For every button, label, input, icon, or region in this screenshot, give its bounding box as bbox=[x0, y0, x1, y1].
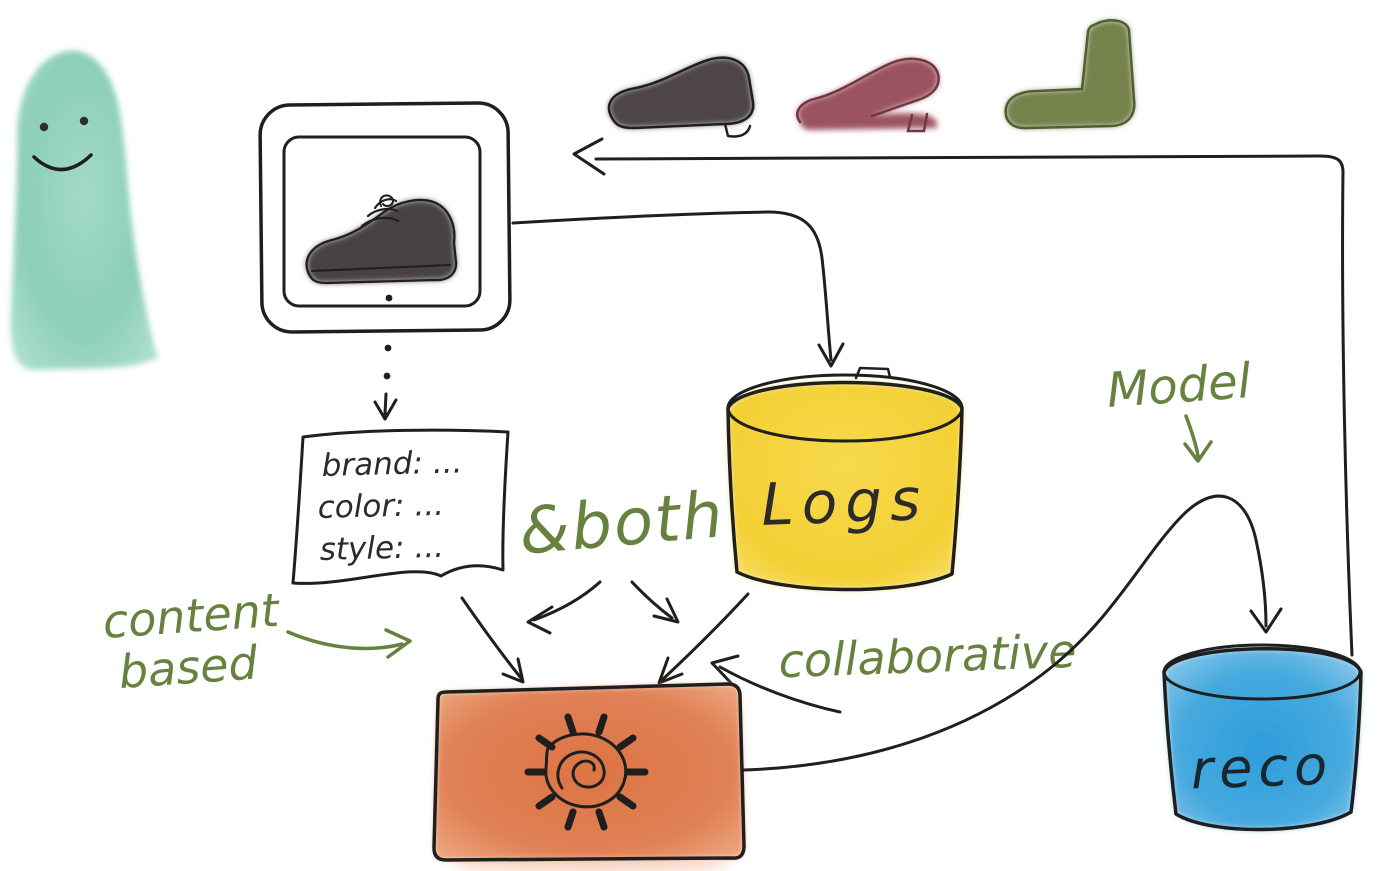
engine-box bbox=[432, 682, 746, 871]
gear-spiral bbox=[556, 750, 606, 790]
dark-shoe bbox=[609, 57, 754, 128]
maroon-heel-shoe bbox=[797, 58, 939, 130]
model-annotation: Model bbox=[1105, 353, 1253, 463]
logs-lid bbox=[726, 373, 964, 443]
content-based-annotation: content based bbox=[101, 583, 412, 699]
content-arrowhead bbox=[384, 628, 412, 659]
model-label: Model bbox=[1105, 353, 1253, 419]
reco-lid bbox=[1162, 643, 1362, 701]
engine-to-reco-shaft bbox=[742, 494, 1268, 772]
frame-to-logs-arrowhead bbox=[817, 342, 845, 368]
person-smile bbox=[32, 153, 93, 172]
engine-to-reco-arrow bbox=[742, 494, 1283, 772]
logs-body-fill bbox=[728, 382, 962, 590]
frame-to-logs-arrow bbox=[511, 210, 845, 368]
collaborative-annotation: collaborative bbox=[710, 624, 1078, 714]
both-right-arrow-shaft bbox=[630, 580, 674, 620]
logs-to-engine-shaft bbox=[660, 592, 750, 682]
reco-body-outline bbox=[1162, 647, 1363, 832]
content-label-line2: based bbox=[117, 635, 260, 699]
gear-teeth bbox=[524, 713, 649, 831]
shoe-sole-line bbox=[311, 264, 451, 272]
product-screen bbox=[258, 101, 512, 334]
note-line-color: color: ... bbox=[317, 487, 444, 526]
maroon-heel-shoe-outline bbox=[796, 57, 940, 133]
collaborative-label: collaborative bbox=[778, 624, 1078, 688]
person-eye-right bbox=[79, 116, 89, 126]
attributes-note: brand: ... color: ... style: ... bbox=[291, 428, 510, 585]
engine-to-reco-arrowhead bbox=[1249, 607, 1283, 634]
collaborative-arrow-shaft bbox=[718, 665, 842, 714]
collaborative-arrowhead bbox=[710, 654, 740, 685]
note-to-engine-arrow bbox=[460, 596, 525, 684]
engine-fill bbox=[434, 684, 744, 860]
shoe-row bbox=[607, 19, 1136, 138]
dot-3 bbox=[383, 372, 391, 380]
dot-1 bbox=[385, 294, 393, 302]
logs-to-engine-arrowhead bbox=[657, 656, 684, 685]
model-arrowhead bbox=[1183, 440, 1213, 463]
both-right-arrowhead bbox=[652, 597, 680, 624]
model-arrow-shaft bbox=[1184, 414, 1200, 458]
reco-to-user-loop bbox=[572, 137, 1354, 657]
note-to-engine-arrowhead bbox=[501, 657, 525, 684]
dotted-arrow-shaft bbox=[383, 392, 388, 416]
person-figure bbox=[10, 50, 159, 371]
dark-shoe-outline bbox=[607, 56, 755, 138]
loop-arrowhead bbox=[572, 137, 606, 176]
olive-boot bbox=[1005, 20, 1135, 129]
frame-to-note-connector bbox=[373, 294, 398, 421]
note-line-style: style: ... bbox=[319, 529, 444, 568]
note-line-brand: brand: ... bbox=[321, 444, 463, 484]
olive-boot-outline bbox=[1004, 19, 1136, 130]
both-annotation: &both bbox=[516, 478, 727, 635]
both-label: &both bbox=[516, 478, 727, 570]
logs-body-outline bbox=[726, 380, 964, 592]
dotted-arrowhead bbox=[373, 398, 398, 421]
logs-label: Logs bbox=[760, 465, 929, 539]
logs-lid-notch bbox=[854, 366, 892, 380]
frame-to-logs-shaft bbox=[511, 210, 833, 362]
both-left-arrowhead bbox=[526, 605, 554, 635]
person-eye-left bbox=[39, 122, 49, 132]
note-paper bbox=[291, 428, 510, 585]
content-arrow-shaft bbox=[286, 630, 404, 651]
screen-inner-frame bbox=[282, 135, 482, 308]
reco-label: reco bbox=[1190, 734, 1334, 802]
note-to-engine-shaft bbox=[460, 596, 523, 680]
logs-cylinder: Logs bbox=[726, 366, 964, 592]
dot-2 bbox=[384, 344, 392, 352]
gear-ring bbox=[544, 732, 628, 809]
shoe-lace-loop bbox=[379, 194, 394, 208]
logs-to-engine-arrow bbox=[657, 592, 750, 685]
both-left-arrow-shaft bbox=[532, 580, 602, 622]
person-body bbox=[10, 50, 159, 371]
shoe-in-frame bbox=[306, 199, 457, 283]
loop-shaft bbox=[594, 154, 1354, 657]
reco-cylinder: reco bbox=[1162, 643, 1363, 832]
content-label-line1: content bbox=[101, 583, 282, 649]
shoe-laces bbox=[360, 198, 400, 228]
screen-outer-frame bbox=[258, 101, 512, 334]
engine-outline bbox=[432, 682, 746, 862]
shoe-in-frame-outline bbox=[305, 198, 458, 285]
